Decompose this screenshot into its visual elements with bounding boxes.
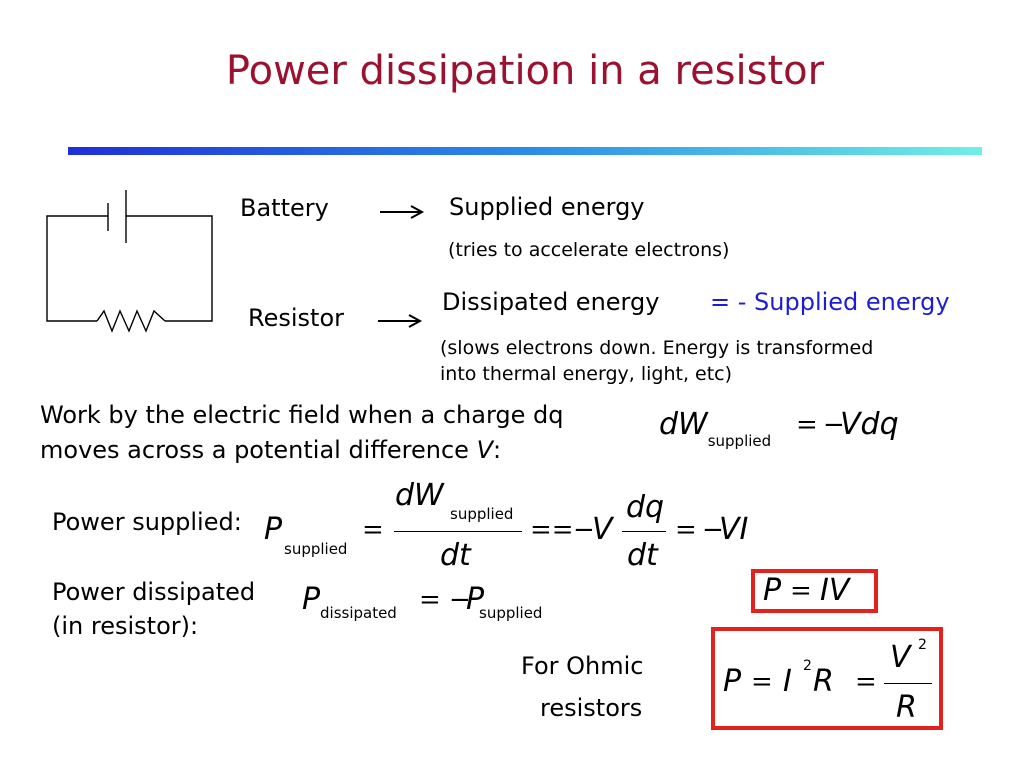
eq2-minus-2: − xyxy=(702,515,724,545)
resistor-label: Resistor xyxy=(248,304,344,332)
eq5-numerator: V xyxy=(890,640,911,675)
eq5-numerator-exponent: 2 xyxy=(918,637,927,653)
tries-note: (tries to accelerate electrons) xyxy=(448,239,730,261)
eq2-numerator-sub: supplied xyxy=(450,505,514,523)
slows-note-line-2: into thermal energy, light, etc) xyxy=(440,363,733,385)
arrow-right-icon xyxy=(378,314,423,328)
eq2-v: V xyxy=(592,512,613,547)
power-dissipated-label-line-1: Power dissipated xyxy=(52,578,256,606)
page-title: Power dissipation in a resistor xyxy=(225,48,825,94)
eq2-fraction-bar xyxy=(394,531,522,532)
work-text-phrase: moves across a potential difference xyxy=(40,436,469,464)
eq1-lhs: dW xyxy=(659,407,708,442)
eq5-equals-2: = xyxy=(855,667,877,697)
dissipated-energy-label: Dissipated energy xyxy=(442,288,660,316)
eq3-rhs-sub: supplied xyxy=(479,604,543,622)
eq4-p: P xyxy=(763,573,782,608)
work-text-colon: : xyxy=(493,436,502,464)
circuit-wire-right xyxy=(126,215,213,322)
eq1-equals: = xyxy=(796,410,818,440)
eq4-iv: IV xyxy=(820,573,850,608)
eq2-fraction-bar-2 xyxy=(622,531,666,532)
eq2-minus: − xyxy=(573,515,595,545)
resistor-zigzag xyxy=(96,309,166,333)
eq2-equals: = xyxy=(362,515,384,545)
circuit-wire-left xyxy=(46,215,108,322)
eq5-equals: = xyxy=(751,667,773,697)
eq4-equals: = xyxy=(790,576,812,606)
eq3-equals: = xyxy=(419,585,441,615)
ohmic-formula-box xyxy=(711,627,943,730)
equation-work: dWsupplied xyxy=(659,407,771,450)
eq2-equals-2: = xyxy=(675,515,697,545)
eq1-rhs: Vdq xyxy=(840,407,899,442)
power-supplied-label: Power supplied: xyxy=(52,508,242,536)
eq2-denominator: dt xyxy=(440,538,471,573)
eq2-double-equals: == xyxy=(530,515,574,545)
negative-supplied-energy: = - Supplied energy xyxy=(710,288,950,316)
eq2-lhs: P xyxy=(264,512,283,547)
supplied-energy-label: Supplied energy xyxy=(449,193,645,221)
eq5-denominator: R xyxy=(896,690,917,725)
eq2-rhs: VI xyxy=(719,512,749,547)
eq3-lhs-sub: dissipated xyxy=(320,604,397,622)
power-dissipated-label-line-2: (in resistor): xyxy=(52,612,199,640)
ohmic-label-line-1: For Ohmic xyxy=(521,652,644,680)
work-text-line-1: Work by the electric field when a charge… xyxy=(40,401,564,429)
title-divider xyxy=(68,147,982,155)
slows-note-line-1: (slows electrons down. Energy is transfo… xyxy=(440,337,874,359)
eq2-denominator-2: dt xyxy=(627,538,658,573)
eq5-i: I xyxy=(783,664,792,699)
eq3-lhs: P xyxy=(302,582,321,617)
battery-label: Battery xyxy=(240,194,329,222)
eq2-numerator: dW xyxy=(395,478,444,513)
arrow-right-icon xyxy=(380,205,425,219)
eq1-sub: supplied xyxy=(707,432,772,450)
eq2-numerator-2: dq xyxy=(626,490,665,525)
circuit-diagram xyxy=(46,190,213,333)
ohmic-label-line-2: resistors xyxy=(540,694,643,722)
eq1-minus: − xyxy=(823,410,845,440)
eq5-p: P xyxy=(723,664,742,699)
work-text-line-2: moves across a potential difference V: xyxy=(40,436,501,464)
eq5-i-exponent: 2 xyxy=(803,658,812,674)
eq5-r: R xyxy=(813,664,834,699)
eq3-rhs: P xyxy=(466,582,485,617)
eq2-lhs-sub: supplied xyxy=(284,540,348,558)
eq3-minus: − xyxy=(449,585,471,615)
power-formula-box xyxy=(751,569,878,613)
eq5-fraction-bar xyxy=(884,683,932,684)
work-text-variable: V xyxy=(476,436,493,464)
